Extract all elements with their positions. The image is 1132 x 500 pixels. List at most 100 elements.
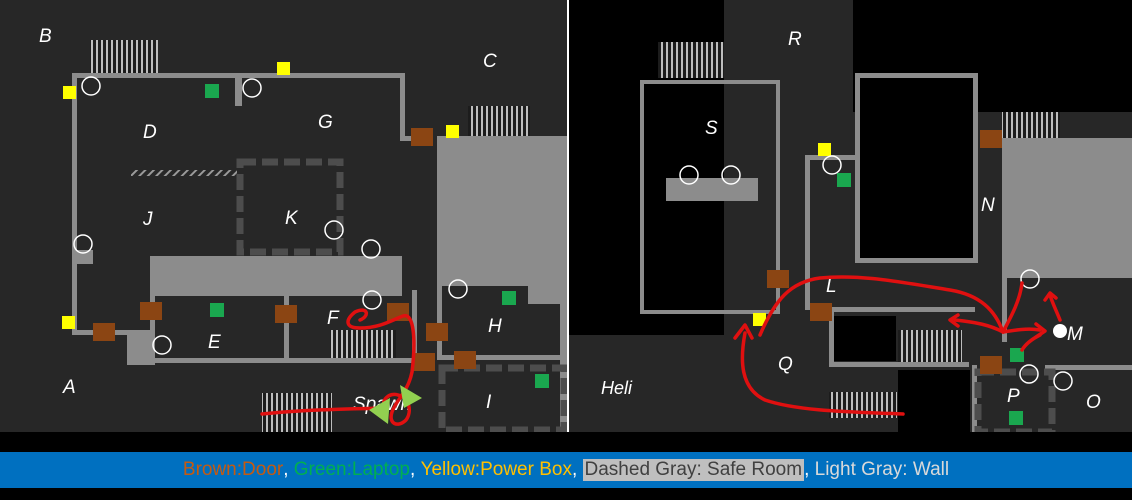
legend-wall-key: Light Gray: [814, 459, 903, 480]
power-box: [753, 313, 766, 326]
power-box: [446, 125, 459, 138]
room-label-b: B: [39, 26, 52, 47]
walls: [72, 73, 567, 430]
heli-label: Heli: [601, 378, 633, 398]
room-label-m: M: [1067, 324, 1083, 345]
power-box: [62, 316, 75, 329]
room-label-c: C: [483, 51, 497, 72]
legend-laptop-key: Green: [293, 459, 347, 480]
circle-marker: [242, 78, 262, 98]
legend-powerbox-key: Yellow: [420, 459, 475, 480]
door: [980, 356, 1002, 374]
room-label-j: J: [142, 209, 153, 230]
circle-marker: [448, 279, 468, 299]
room-label-e: E: [208, 332, 221, 353]
doors: [767, 130, 1002, 374]
circle-marker: [73, 234, 93, 254]
room-label-o: O: [1086, 392, 1101, 413]
legend-safe-value: Safe Room: [707, 459, 803, 480]
door: [140, 302, 162, 320]
circle-marker: [679, 165, 699, 185]
target-marker: [1053, 324, 1067, 338]
circle-markers: [679, 155, 1073, 391]
stairs: [898, 330, 962, 362]
room-label-p: P: [1007, 386, 1020, 407]
power-boxes: [753, 143, 831, 326]
legend-safe-key: Dashed Gray: [584, 459, 697, 480]
laptop: [502, 291, 516, 305]
right-map: L M N O P Q R S Heli: [569, 0, 1132, 432]
laptop: [210, 303, 224, 317]
legend-wall: Light Gray: Wall: [814, 459, 950, 480]
legend-laptop: Green:Laptop: [293, 459, 410, 480]
legend-powerbox: Yellow:Power Box: [420, 459, 572, 480]
door: [93, 323, 115, 341]
circle-marker: [81, 76, 101, 96]
railing: [131, 170, 237, 176]
circle-marker: [822, 155, 842, 175]
power-box: [818, 143, 831, 156]
circle-marker: [1020, 269, 1040, 289]
laptop: [205, 84, 219, 98]
room-label-s: S: [705, 118, 718, 139]
door: [767, 270, 789, 288]
laptop: [837, 173, 851, 187]
legend-wall-value: Wall: [912, 459, 950, 480]
legend-powerbox-value: Power Box: [480, 459, 572, 480]
walls: [640, 73, 1132, 432]
circle-marker: [1053, 371, 1073, 391]
laptop: [535, 374, 549, 388]
legend-door-key: Brown: [182, 459, 237, 480]
room-label-q: Q: [778, 354, 793, 375]
stairs: [90, 40, 158, 76]
legend-door: Brown:Door: [182, 459, 284, 480]
room-label-f: F: [327, 308, 340, 329]
spawn-marker: [369, 398, 390, 424]
floor-plan-maps: A B C D E F G H I J K Spawn: [0, 0, 1132, 432]
door: [454, 351, 476, 369]
stairs: [1002, 112, 1060, 138]
power-boxes: [62, 62, 459, 329]
route-path: [733, 275, 1062, 416]
room-label-h: H: [488, 316, 502, 337]
circle-marker: [721, 165, 741, 185]
stairs: [658, 42, 724, 78]
laptops: [205, 84, 549, 388]
door: [275, 305, 297, 323]
room-label-n: N: [981, 195, 995, 216]
spawn-marker: [400, 385, 422, 408]
legend-laptop-value: Laptop: [351, 459, 410, 480]
legend-door-value: Door: [242, 459, 284, 480]
circle-marker: [324, 220, 344, 240]
room-label-g: G: [318, 112, 333, 133]
door: [810, 303, 832, 321]
legend: Brown:Door, Green:Laptop, Yellow:Power B…: [0, 452, 1132, 488]
safe-room-k: [236, 158, 344, 256]
safe-room-p: [974, 368, 1056, 432]
room-label-a: A: [62, 377, 76, 398]
circle-marker: [152, 335, 172, 355]
room-label-l: L: [826, 276, 837, 297]
circle-markers: [73, 76, 468, 355]
laptop: [1009, 411, 1023, 425]
laptop: [1010, 348, 1024, 362]
door: [411, 128, 433, 146]
circle-marker: [361, 239, 381, 259]
room-label-k: K: [285, 208, 299, 229]
circle-marker: [1019, 364, 1039, 384]
stairs: [468, 106, 530, 136]
door: [426, 323, 448, 341]
doors: [93, 128, 476, 371]
safe-room-i: [438, 364, 568, 432]
laptops: [837, 173, 1024, 425]
room-label-i: I: [486, 392, 492, 413]
power-box: [277, 62, 290, 75]
legend-safe-room: Dashed Gray: Safe Room: [582, 459, 805, 481]
door: [413, 353, 435, 371]
left-map: A B C D E F G H I J K Spawn: [0, 0, 569, 432]
room-label-r: R: [788, 29, 802, 50]
door: [980, 130, 1002, 148]
circle-marker: [362, 290, 382, 310]
power-box: [63, 86, 76, 99]
room-label-d: D: [143, 122, 157, 143]
